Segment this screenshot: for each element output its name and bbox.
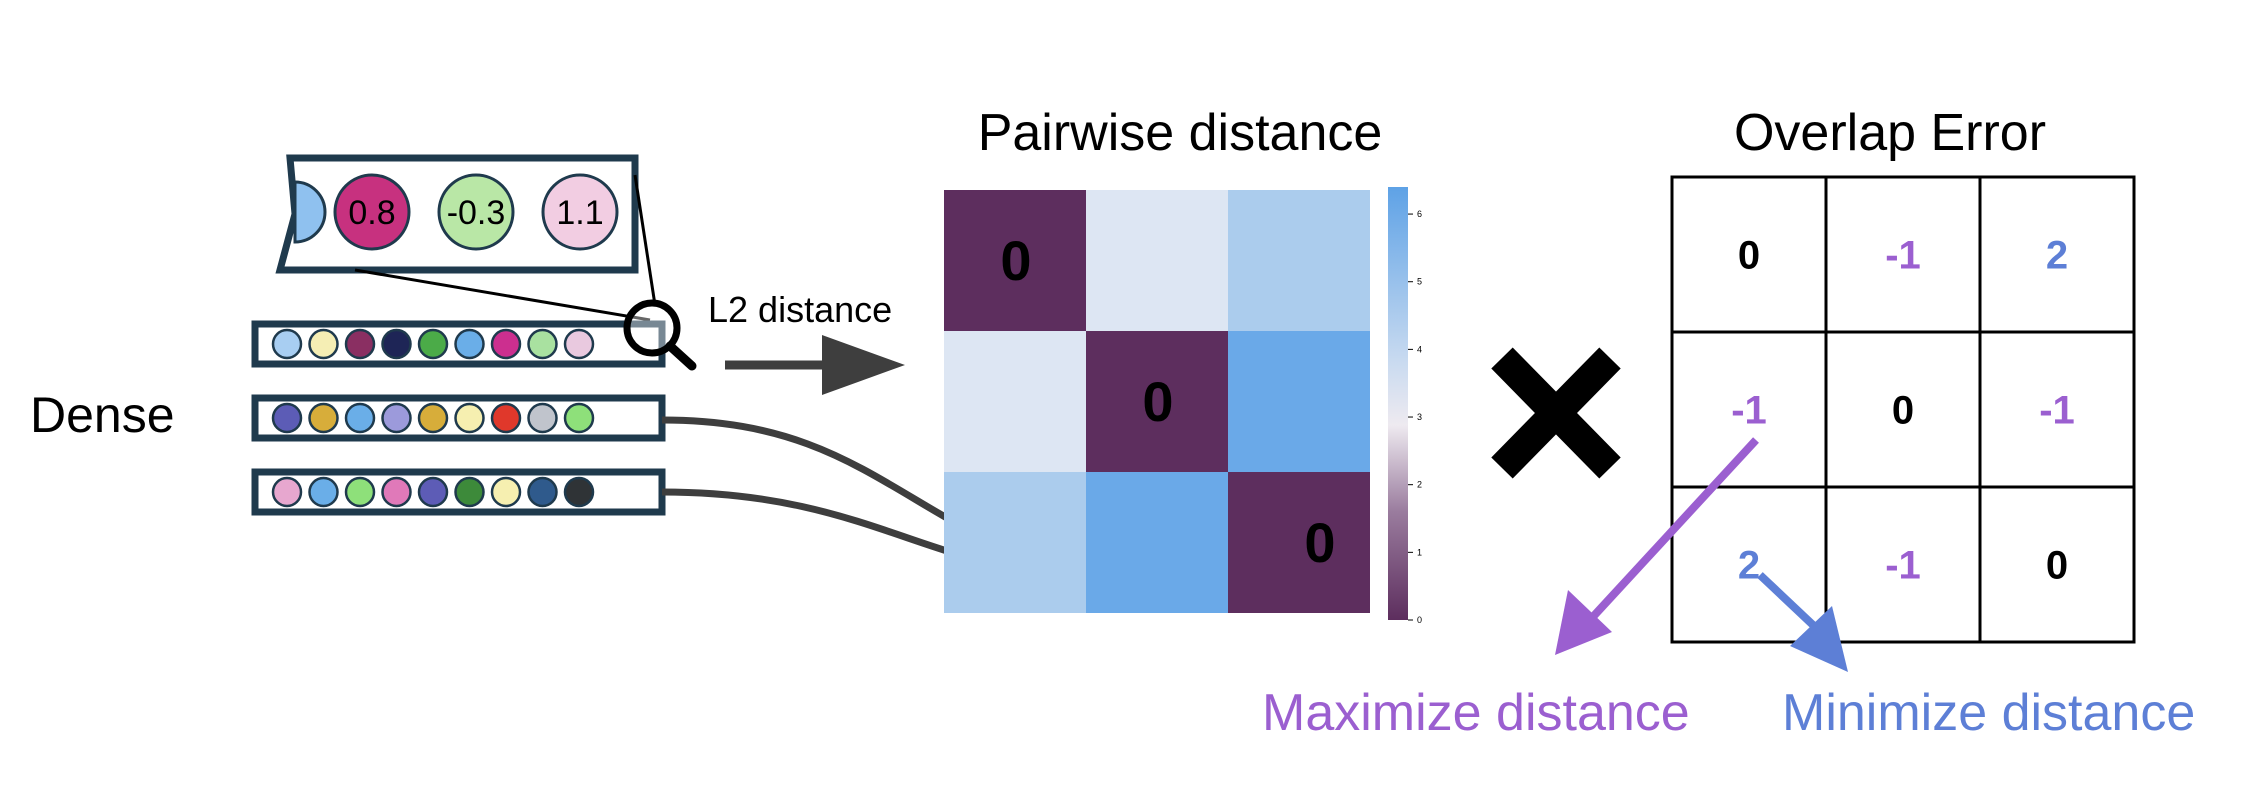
embedding-vector	[251, 394, 666, 442]
colorbar-tick-label: 4	[1417, 344, 1422, 354]
embedding-value-dot	[381, 402, 412, 434]
overlap-error-grid: 0 -1 2 -1 0 -1 2 -1 0	[1670, 175, 2136, 644]
l2-arrow	[725, 335, 905, 395]
zoom-inset: 0.8 -0.3 1.1	[275, 154, 639, 274]
embedding-value-dot	[381, 476, 412, 508]
embedding-value-dot	[308, 476, 339, 508]
minimize-distance-label: Minimize distance	[1782, 684, 2195, 742]
colorbar-ticks: 0 1 2 3 4 5 6	[1408, 209, 1422, 625]
zoom-partial-dot	[293, 180, 327, 244]
embedding-value-dot	[271, 328, 303, 360]
zoom-value-dot	[437, 173, 515, 251]
colorbar-tick-label: 5	[1417, 277, 1422, 287]
heatmap-cell	[1086, 190, 1228, 331]
zoom-value-label: -0.3	[447, 194, 506, 232]
heatmap-cell	[1086, 472, 1228, 613]
embedding-value-dot	[344, 476, 376, 508]
zoom-line-right	[633, 174, 657, 306]
overlap-error-title: Overlap Error	[1734, 104, 2046, 162]
heatmap-cell	[1228, 331, 1370, 472]
pairwise-heatmap: 0 0 0	[944, 190, 1370, 613]
heatmap-cell	[944, 472, 1086, 613]
embedding-value-dot	[417, 328, 449, 360]
embedding-value-dot	[381, 328, 412, 360]
heatmap-cell	[1228, 472, 1370, 613]
embedding-value-dot	[490, 476, 522, 508]
overlap-cell-value: 0	[1738, 234, 1760, 278]
colorbar-tick-label: 1	[1417, 547, 1422, 557]
heatmap-cell	[1086, 331, 1228, 472]
overlap-cell-value: -1	[1731, 389, 1767, 433]
embedding-value-dot	[308, 328, 339, 360]
pairwise-distance-title: Pairwise distance	[978, 104, 1383, 162]
zoom-value-label: 1.1	[556, 194, 603, 232]
l2-distance-label: L2 distance	[708, 289, 892, 330]
overlap-cell-value: -1	[2039, 389, 2075, 433]
embedding-value-dot	[527, 402, 558, 434]
minimize-arrow	[1757, 572, 1848, 672]
overlap-cell-value: 2	[2046, 234, 2068, 278]
embedding-value-dot	[527, 328, 558, 360]
zoom-line-left	[354, 268, 651, 322]
heatmap-cell-label: 0	[1000, 229, 1031, 292]
embedding-value-dot	[527, 476, 558, 508]
embedding-value-dot	[563, 476, 595, 508]
embedding-value-dot	[563, 328, 595, 360]
embedding-value-dot	[454, 476, 485, 508]
maximize-distance-label: Maximize distance	[1262, 684, 1690, 742]
embedding-value-dot	[490, 328, 522, 360]
multiply-icon	[1491, 347, 1621, 479]
embedding-vectors	[251, 320, 666, 516]
embedding-value-dot	[417, 402, 449, 434]
embedding-value-dot	[271, 402, 303, 434]
maximize-arrow	[1555, 437, 1759, 655]
heatmap-cell-label: 0	[1304, 511, 1335, 574]
embedding-value-dot	[308, 402, 339, 434]
colorbar-tick-label: 3	[1417, 412, 1422, 422]
heatmap-cell	[1228, 190, 1370, 331]
colorbar-tick-label: 0	[1417, 615, 1422, 625]
embedding-value-dot	[563, 402, 595, 434]
overlap-cell-value: 0	[2046, 544, 2068, 588]
colorbar-tick-label: 6	[1417, 209, 1422, 219]
zoom-value-dot	[541, 173, 619, 251]
heatmap-cell	[944, 190, 1086, 331]
heatmap-cell-label: 0	[1142, 370, 1173, 433]
embedding-vector	[251, 468, 666, 516]
colorbar-tick-label: 2	[1417, 480, 1422, 490]
dense-label: Dense	[30, 387, 175, 443]
overlap-cell-value: -1	[1885, 234, 1921, 278]
embedding-value-dot	[271, 476, 303, 508]
embedding-value-dot	[454, 402, 485, 434]
embedding-value-dot	[490, 402, 522, 434]
magnifier-icon	[623, 299, 697, 371]
overlap-cell-value: 0	[1892, 389, 1914, 433]
zoom-value-dot	[333, 173, 411, 251]
zoom-value-label: 0.8	[348, 194, 395, 232]
embedding-vector	[251, 320, 666, 368]
embedding-value-dot	[344, 328, 376, 360]
overlap-cell-value: 2	[1738, 544, 1760, 588]
embedding-value-dot	[417, 476, 449, 508]
overlap-cell-value: -1	[1885, 544, 1921, 588]
heatmap-cell	[944, 331, 1086, 472]
colorbar	[1388, 187, 1408, 620]
embedding-value-dot	[454, 328, 485, 360]
embedding-value-dot	[344, 402, 376, 434]
